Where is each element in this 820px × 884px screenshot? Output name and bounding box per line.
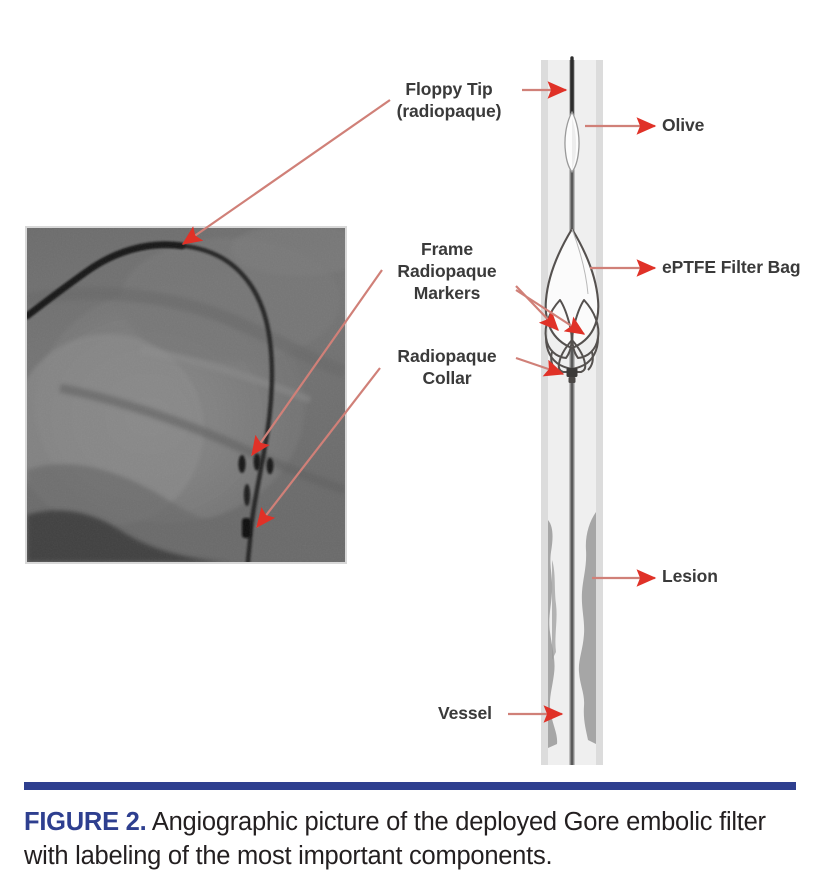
figure-number: FIGURE 2. [24, 808, 147, 836]
device-schematic [541, 56, 603, 765]
label-frame-radiopaque-markers: Frame Radiopaque Markers [397, 239, 497, 304]
diagram-collar [566, 368, 578, 383]
angiogram-image [25, 226, 347, 564]
leader-frame-angiogram [251, 269, 383, 457]
figure-caption: FIGURE 2. Angiographic picture of the de… [24, 806, 800, 873]
figure-caption-text: Angiographic picture of the deployed Gor… [24, 808, 766, 870]
label-olive: Olive [662, 115, 705, 135]
diagram-olive [564, 110, 580, 174]
label-lesion: Lesion [662, 566, 718, 586]
diagram-lesion [548, 512, 596, 748]
label-eptfe-filter-bag: ePTFE Filter Bag [662, 257, 801, 277]
caption-rule [24, 782, 796, 790]
leader-frame-right [515, 289, 586, 335]
leader-collar-angiogram [256, 367, 381, 529]
label-floppy-tip: Floppy Tip (radiopaque) [396, 79, 502, 122]
leader-lines [181, 81, 657, 723]
label-radiopaque-collar: Radiopaque Collar [397, 346, 497, 389]
leader-collar-diagram [515, 356, 565, 377]
label-vessel: Vessel [438, 703, 492, 723]
leader-floppy-tip-angiogram [181, 99, 391, 245]
